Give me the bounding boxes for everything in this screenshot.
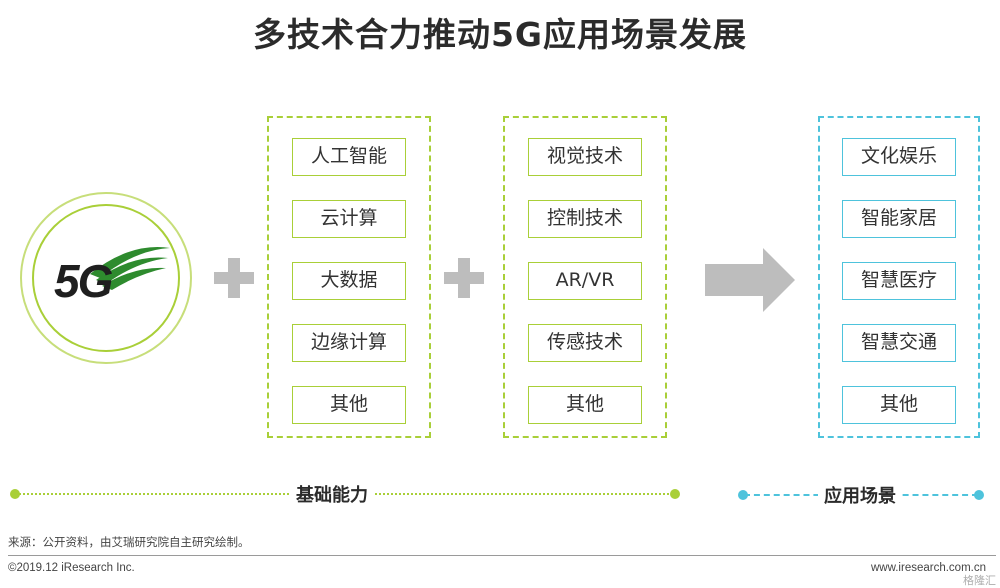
list-item: 传感技术 <box>528 324 642 362</box>
plus-icon <box>214 258 254 298</box>
list-item: 边缘计算 <box>292 324 406 362</box>
list-item: 大数据 <box>292 262 406 300</box>
source-note: 来源：公开资料，由艾瑞研究院自主研究绘制。 <box>8 535 250 549</box>
foundation-group-1 <box>267 116 431 438</box>
foundation-label: 基础能力 <box>290 481 374 507</box>
right-arrow-icon <box>705 248 795 312</box>
footer-divider <box>8 555 996 556</box>
line-end-dot <box>974 490 984 500</box>
line-end-dot <box>10 489 20 499</box>
applications-group <box>818 116 980 438</box>
list-item: 其他 <box>292 386 406 424</box>
list-item: 智能家居 <box>842 200 956 238</box>
list-item: 其他 <box>528 386 642 424</box>
list-item: AR/VR <box>528 262 642 300</box>
5g-wave-icon <box>90 247 170 290</box>
list-item: 控制技术 <box>528 200 642 238</box>
website-link[interactable]: www.iresearch.com.cn <box>870 562 986 574</box>
applications-label: 应用场景 <box>818 482 902 508</box>
copyright: ©2019.12 iResearch Inc. <box>8 562 135 574</box>
list-item: 人工智能 <box>292 138 406 176</box>
5g-logo-text: 5G <box>54 255 113 307</box>
line-end-dot <box>670 489 680 499</box>
foundation-group-2 <box>503 116 667 438</box>
page-title: 多技术合力推动5G应用场景发展 <box>252 15 748 54</box>
line-end-dot <box>738 490 748 500</box>
watermark: 格隆汇 <box>963 574 996 587</box>
list-item: 文化娱乐 <box>842 138 956 176</box>
plus-icon <box>444 258 484 298</box>
list-item: 其他 <box>842 386 956 424</box>
list-item: 智慧交通 <box>842 324 956 362</box>
list-item: 云计算 <box>292 200 406 238</box>
5g-logo: 5G <box>20 192 192 364</box>
list-item: 视觉技术 <box>528 138 642 176</box>
list-item: 智慧医疗 <box>842 262 956 300</box>
